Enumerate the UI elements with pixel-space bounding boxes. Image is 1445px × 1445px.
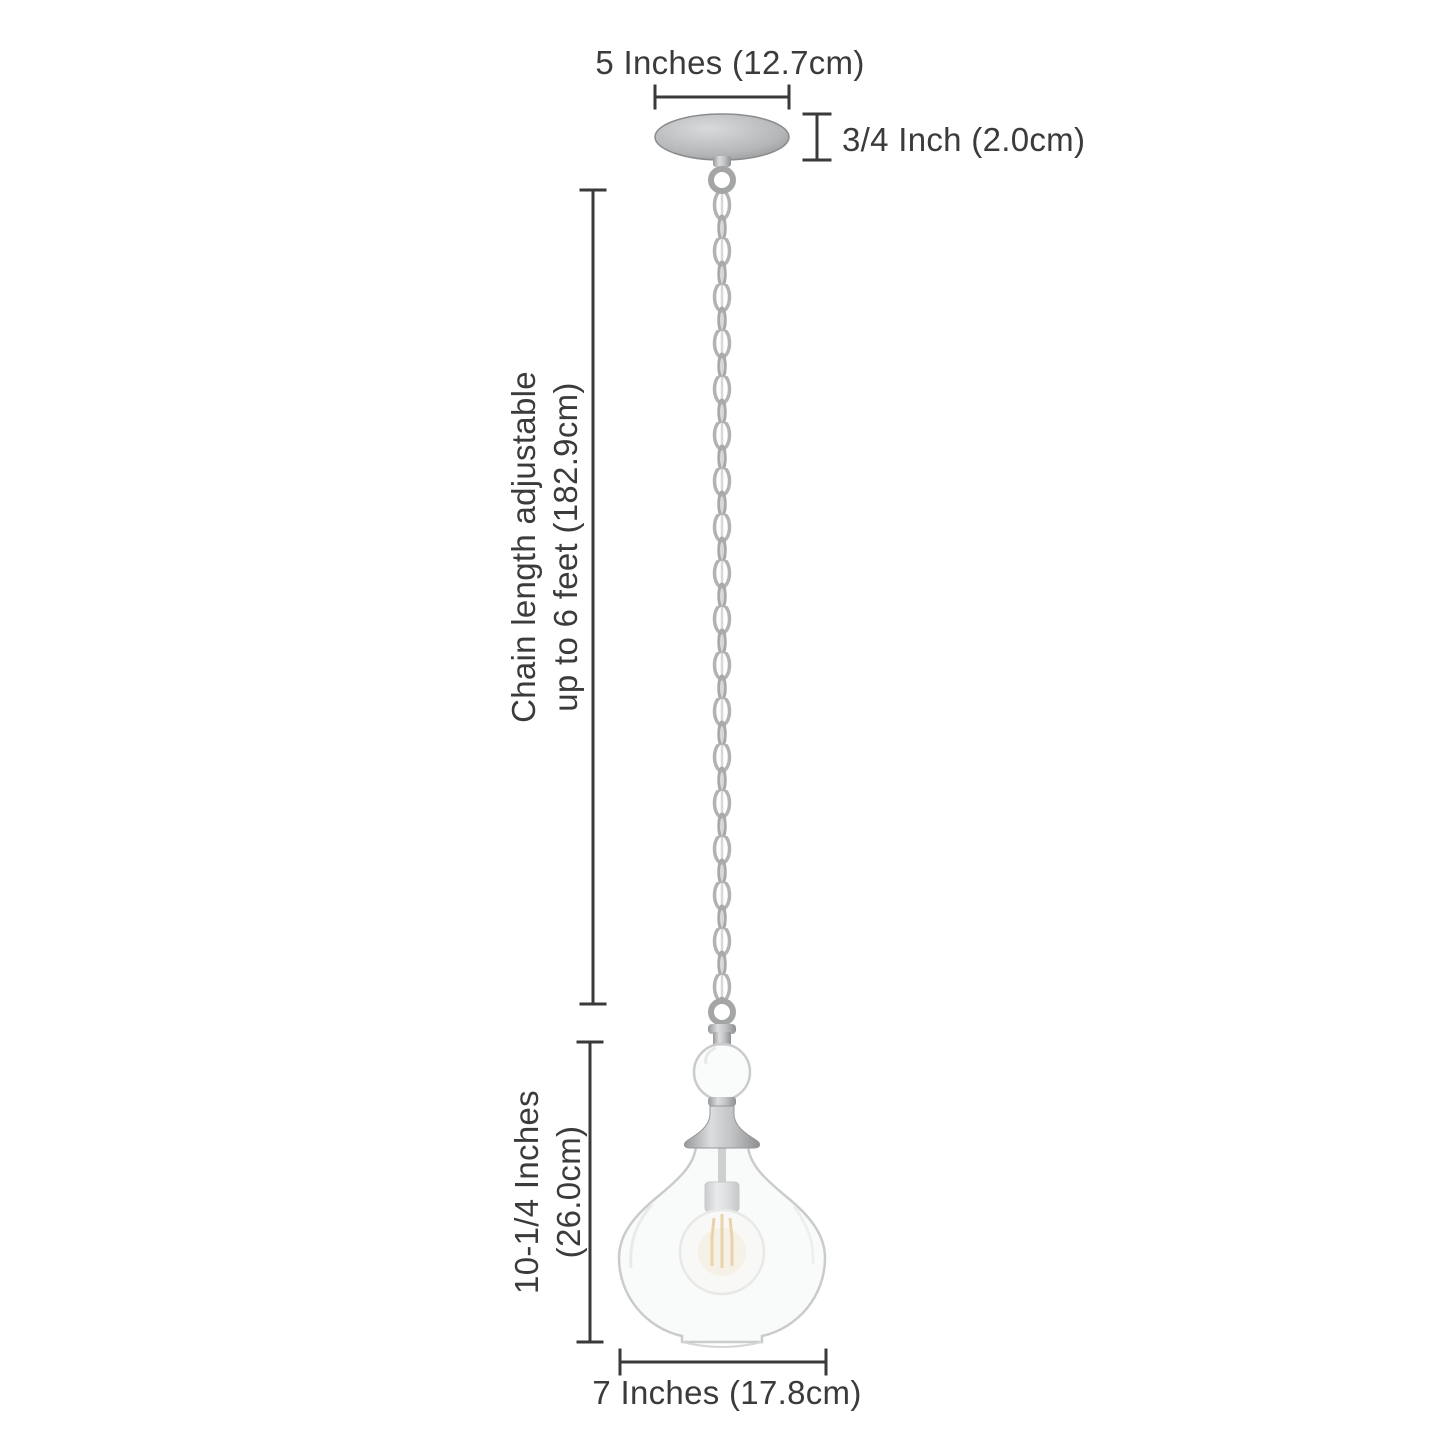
fixture-height-label-line1: 10-1/4 Inches — [508, 1090, 545, 1294]
glass-ball-highlight — [704, 1046, 717, 1065]
trumpet-neck — [683, 1105, 761, 1149]
dim-fixture-height — [576, 1040, 604, 1344]
shade-highlight-right — [792, 1205, 815, 1265]
dim-canopy-width — [653, 84, 791, 110]
glass-shade — [617, 1142, 827, 1348]
chain-length-label: Chain length adjustable up to 6 feet (18… — [503, 337, 587, 757]
ceiling-canopy — [654, 113, 790, 194]
canopy-disc — [654, 113, 790, 161]
finial-assembly — [683, 1042, 761, 1149]
chain-links — [712, 192, 732, 1004]
dim-canopy-height — [802, 112, 832, 162]
canopy-ring — [708, 166, 736, 194]
chain-length-label-line1: Chain length adjustable — [505, 371, 542, 723]
metal-collar — [708, 1097, 736, 1106]
canopy-width-label: 5 Inches (12.7cm) — [595, 44, 865, 81]
fixture-height-label-line2: (26.0cm) — [550, 1125, 587, 1259]
fixture-height-label: 10-1/4 Inches (26.0cm) — [506, 1022, 590, 1362]
shade-highlight-left — [629, 1203, 654, 1269]
chain-length-label-line2: up to 6 feet (182.9cm) — [547, 382, 584, 712]
dim-shade-width — [618, 1348, 828, 1376]
shade-opening-rim — [681, 1341, 763, 1348]
pendant-hanger — [708, 998, 736, 1046]
canopy-height-label: 3/4 Inch (2.0cm) — [842, 121, 1086, 158]
shade-width-label: 7 Inches (17.8cm) — [592, 1374, 862, 1411]
glass-ball-finial — [692, 1042, 752, 1102]
ferrule-neck — [713, 1032, 731, 1046]
pendant-ring — [708, 998, 736, 1026]
ferrule-cap — [708, 1024, 736, 1034]
dim-chain-length — [579, 188, 607, 1006]
shade-glass — [617, 1142, 827, 1344]
chain — [712, 192, 732, 1004]
canopy-stem — [713, 156, 731, 167]
